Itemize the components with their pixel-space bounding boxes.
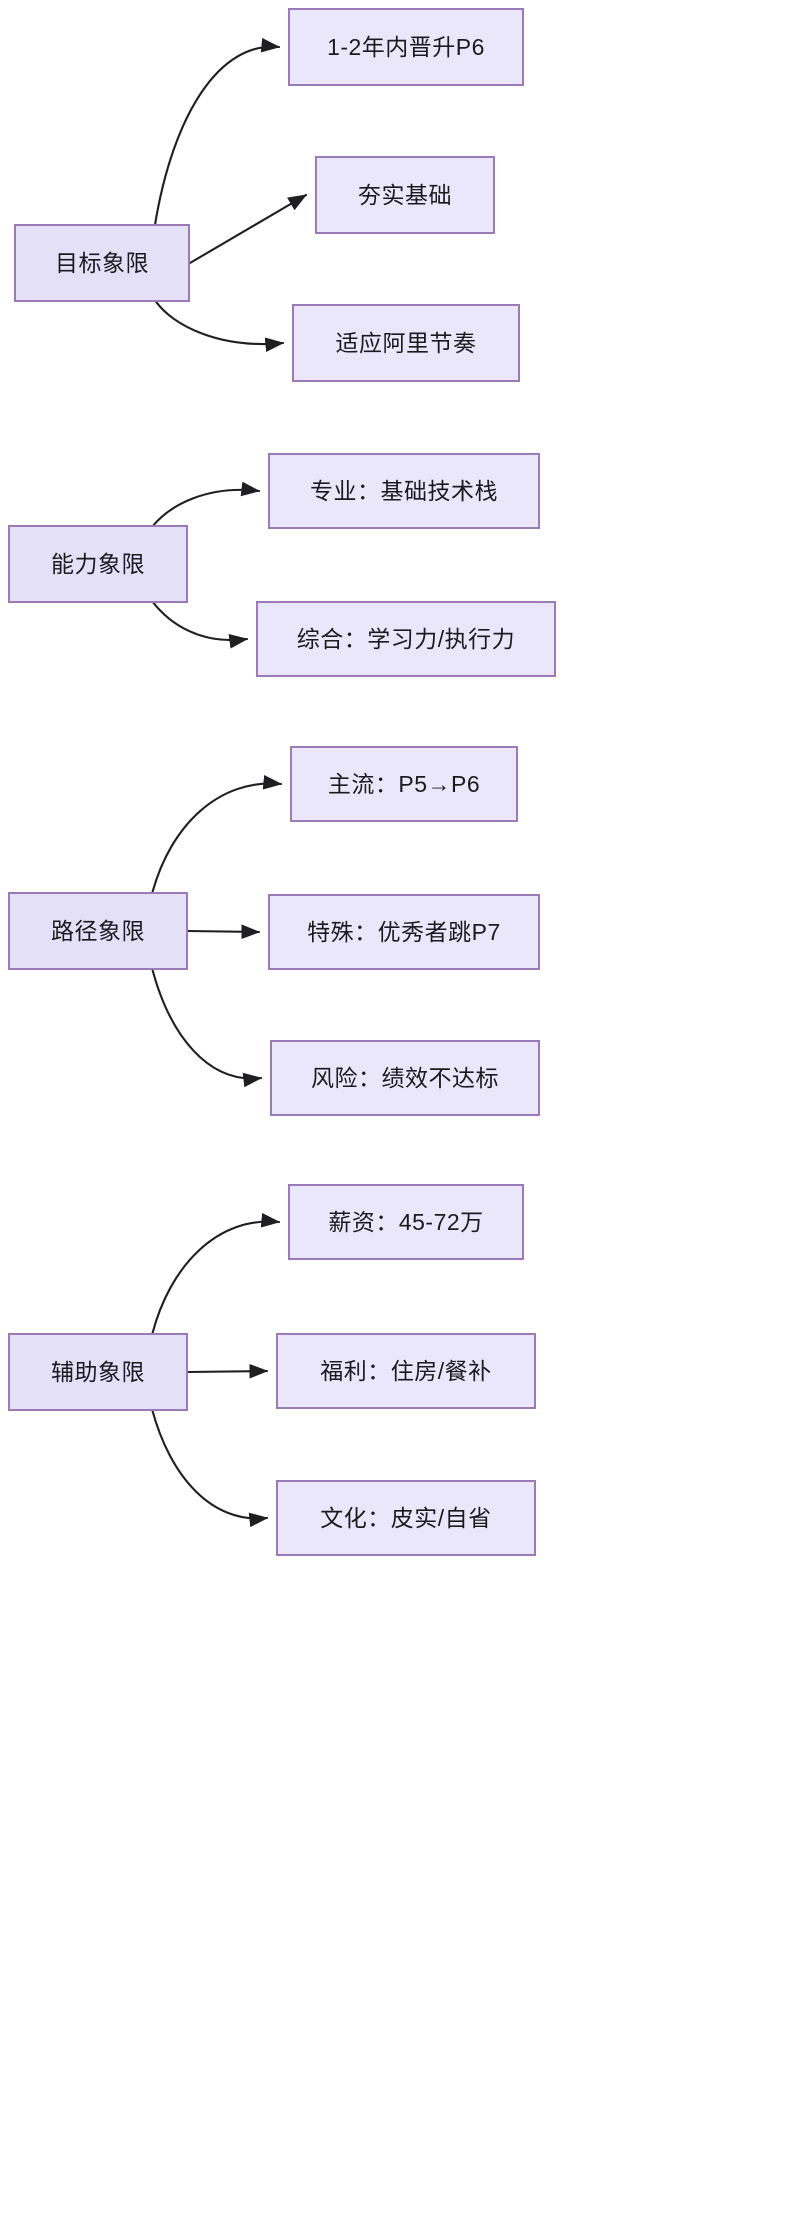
node-ability-leaf-1-label: 专业：基础技术栈 [310, 477, 498, 504]
node-path-leaf-3-label: 风险：绩效不达标 [311, 1064, 499, 1091]
node-goal-leaf-2-label: 夯实基础 [358, 181, 452, 208]
node-path-root-label: 路径象限 [51, 917, 145, 944]
edge-node-support-root-to-node-support-leaf-1 [150, 1212, 281, 1337]
node-support-leaf-2[interactable]: 福利：住房/餐补 [276, 1333, 536, 1409]
node-support-leaf-1[interactable]: 薪资：45-72万 [288, 1184, 524, 1260]
edge-node-goal-root-to-node-goal-leaf-3 [153, 298, 285, 353]
node-goal-leaf-1-label: 1-2年内晋升P6 [327, 33, 485, 60]
node-ability-leaf-1[interactable]: 专业：基础技术栈 [268, 453, 540, 529]
node-path-leaf-1-label: 主流：P5→P6 [327, 770, 481, 797]
edge-node-path-root-to-node-path-leaf-1 [150, 774, 283, 896]
node-path-leaf-1[interactable]: 主流：P5→P6 [290, 746, 518, 822]
node-ability-leaf-2[interactable]: 综合：学习力/执行力 [256, 601, 556, 677]
node-path-leaf-2-label: 特殊：优秀者跳P7 [307, 918, 501, 945]
edge-node-goal-root-to-node-goal-leaf-2 [188, 193, 308, 265]
node-ability-leaf-2-label: 综合：学习力/执行力 [296, 625, 516, 652]
node-support-leaf-2-label: 福利：住房/餐补 [320, 1357, 492, 1384]
node-path-leaf-3[interactable]: 风险：绩效不达标 [270, 1040, 540, 1116]
node-goal-leaf-2[interactable]: 夯实基础 [315, 156, 495, 234]
node-support-root[interactable]: 辅助象限 [8, 1333, 188, 1411]
edge-node-support-root-to-node-support-leaf-2 [186, 1363, 269, 1379]
node-goal-leaf-3-label: 适应阿里节奏 [335, 329, 477, 356]
edge-node-path-root-to-node-path-leaf-2 [186, 924, 261, 940]
node-ability-root[interactable]: 能力象限 [8, 525, 188, 603]
node-support-root-label: 辅助象限 [51, 1358, 145, 1385]
node-path-root[interactable]: 路径象限 [8, 892, 188, 970]
node-goal-leaf-3[interactable]: 适应阿里节奏 [292, 304, 520, 382]
node-support-leaf-1-label: 薪资：45-72万 [328, 1208, 484, 1235]
node-support-leaf-3[interactable]: 文化：皮实/自省 [276, 1480, 536, 1556]
edge-node-goal-root-to-node-goal-leaf-1 [153, 37, 281, 228]
edge-node-support-root-to-node-support-leaf-3 [150, 1407, 269, 1528]
node-goal-root-label: 目标象限 [55, 249, 149, 276]
node-goal-leaf-1[interactable]: 1-2年内晋升P6 [288, 8, 524, 86]
edge-node-path-root-to-node-path-leaf-3 [150, 966, 263, 1088]
node-ability-root-label: 能力象限 [51, 550, 145, 577]
edge-node-ability-root-to-node-ability-leaf-1 [150, 481, 261, 529]
node-goal-root[interactable]: 目标象限 [14, 224, 190, 302]
edge-node-ability-root-to-node-ability-leaf-2 [150, 599, 249, 649]
node-path-leaf-2[interactable]: 特殊：优秀者跳P7 [268, 894, 540, 970]
node-support-leaf-3-label: 文化：皮实/自省 [320, 1504, 492, 1531]
